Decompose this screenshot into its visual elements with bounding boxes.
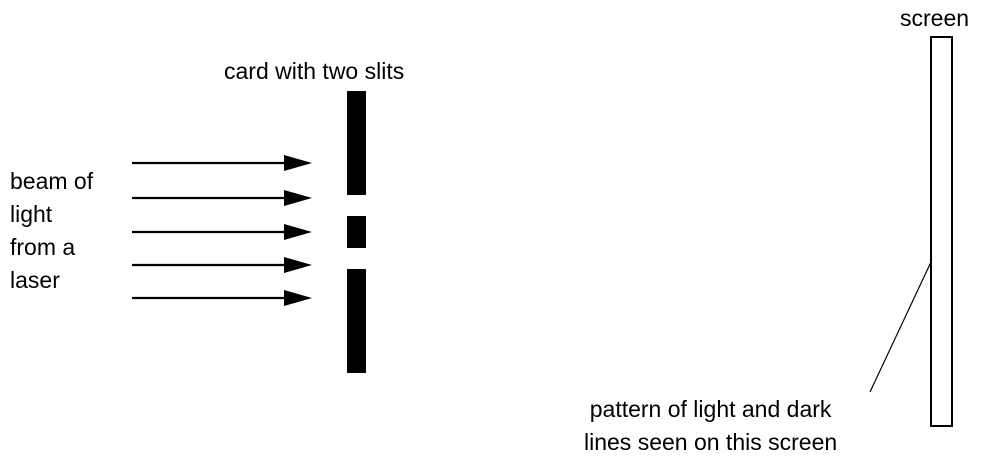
pattern-leader-line: [869, 261, 932, 393]
beam-label-line-3: from a: [10, 234, 76, 260]
card-lower-segment: [347, 269, 366, 373]
pattern-label-line-2: lines seen on this screen: [584, 429, 838, 455]
beam-arrowhead-1: [284, 155, 312, 171]
beam-arrowhead-3: [284, 224, 312, 240]
pattern-label-line-1: pattern of light and dark: [589, 396, 832, 422]
beam-label-line-1: beam of: [10, 168, 94, 194]
beam-arrowhead-5: [284, 290, 312, 306]
laser-beam-arrows: [132, 155, 312, 306]
card-middle-segment: [347, 216, 366, 248]
beam-label: beam of light from a laser: [10, 165, 93, 297]
screen-label: screen: [900, 5, 970, 31]
beam-arrowhead-4: [284, 257, 312, 273]
card-upper-segment: [347, 91, 366, 195]
beam-label-line-4: laser: [10, 267, 60, 293]
card-label: card with two slits: [224, 58, 405, 84]
beam-label-line-2: light: [10, 201, 53, 227]
beam-arrowhead-2: [284, 190, 312, 206]
pattern-label: pattern of light and dark lines seen on …: [584, 393, 837, 459]
slit-card: [347, 91, 366, 373]
screen: [930, 36, 953, 427]
